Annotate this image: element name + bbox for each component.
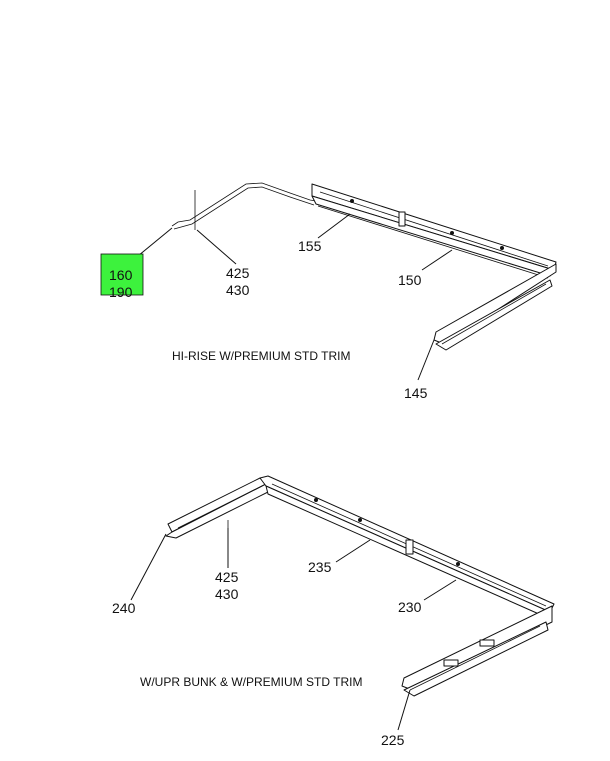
leader-145 xyxy=(417,339,435,381)
trim-part-240-groove xyxy=(177,485,263,529)
wire-part-160 xyxy=(171,182,317,227)
callout-425-top[interactable]: 425 xyxy=(226,265,250,281)
caption-bottom: W/UPR BUNK & W/PREMIUM STD TRIM xyxy=(140,675,362,689)
callout-155[interactable]: 155 xyxy=(298,238,322,254)
callout-190[interactable]: 190 xyxy=(109,284,133,300)
callout-240[interactable]: 240 xyxy=(112,600,136,616)
callout-145[interactable]: 145 xyxy=(404,385,428,401)
callout-430-top[interactable]: 430 xyxy=(226,282,250,298)
callout-150[interactable]: 150 xyxy=(398,272,422,288)
callout-235[interactable]: 235 xyxy=(308,559,332,575)
trim-clip-b3 xyxy=(456,562,460,566)
trim-part-240 xyxy=(167,477,267,533)
caption-top: HI-RISE W/PREMIUM STD TRIM xyxy=(172,349,350,363)
leader-155 xyxy=(317,213,351,239)
trim-clip-3 xyxy=(500,246,504,250)
trim-part-240-face xyxy=(165,483,269,539)
trim-joint xyxy=(398,211,406,227)
trim-part-155-face xyxy=(311,195,555,277)
trim-clip-225-1 xyxy=(479,639,495,647)
trim-part-155-groove xyxy=(319,191,549,267)
leader-230 xyxy=(423,579,457,601)
trim-part-150 xyxy=(317,205,549,279)
leader-425 xyxy=(196,229,237,265)
trim-part-225 xyxy=(401,605,553,691)
leader-225 xyxy=(397,689,411,731)
trim-clip-b2 xyxy=(358,518,362,522)
callout-425-bottom[interactable]: 425 xyxy=(215,569,239,585)
trim-clip-225-2 xyxy=(443,659,459,667)
callout-225[interactable]: 225 xyxy=(381,732,405,748)
leader-235 xyxy=(335,539,371,563)
trim-part-145-groove xyxy=(441,283,547,345)
trim-clip-2 xyxy=(450,231,454,235)
leader-240 xyxy=(130,533,167,601)
trim-part-225-groove xyxy=(409,625,541,691)
trim-part-145 xyxy=(433,263,557,345)
wire-part-160-inner xyxy=(173,186,315,230)
callout-430-bottom[interactable]: 430 xyxy=(215,586,239,602)
highlight-box-160[interactable] xyxy=(100,253,144,296)
trim-part-225-face xyxy=(403,621,549,697)
trim-joint-b xyxy=(405,539,414,555)
top-assembly: 160 190 425 430 155 150 145 HI-RISE W/PR… xyxy=(100,182,557,401)
leader-150 xyxy=(421,249,453,271)
callout-230[interactable]: 230 xyxy=(398,599,422,615)
trim-clip-1 xyxy=(350,199,354,203)
bottom-assembly: 240 425 430 235 230 225 W/UPR BUNK & W/P… xyxy=(112,475,555,748)
callout-160[interactable]: 160 xyxy=(109,267,133,283)
trim-clip-b1 xyxy=(314,498,318,502)
